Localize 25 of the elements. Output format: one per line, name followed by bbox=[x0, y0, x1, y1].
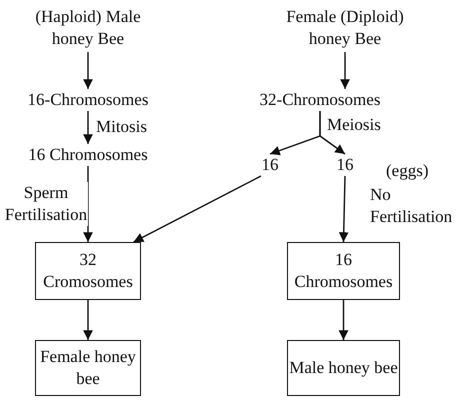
arrow bbox=[338, 300, 348, 340]
arrow bbox=[83, 166, 93, 242]
node-label: Female (Diploid) honey Bee bbox=[285, 6, 405, 50]
box-label: Female honey bee bbox=[39, 346, 137, 390]
arrow bbox=[338, 176, 349, 242]
process-box bbox=[35, 242, 141, 300]
node-label: 16 bbox=[260, 154, 280, 176]
node-label: (Haploid) Male honey Bee bbox=[34, 6, 142, 50]
process-box bbox=[287, 340, 400, 396]
node-label: 16 Chromosomes bbox=[27, 144, 149, 166]
edge-label: Sperm Fertilisation bbox=[4, 182, 88, 226]
arrow bbox=[83, 300, 93, 340]
arrow bbox=[319, 111, 346, 155]
box-label: Male honey bee bbox=[289, 357, 398, 379]
box-label: 16 Chromosomes bbox=[293, 249, 394, 293]
arrow bbox=[83, 111, 93, 144]
arrow bbox=[340, 52, 350, 89]
box-label: 32 Cromosomes bbox=[42, 249, 134, 293]
process-box bbox=[287, 242, 400, 300]
node-label: 16 bbox=[336, 154, 354, 176]
node-label: 32-Chromosomes bbox=[258, 89, 382, 111]
node-label: 16-Chromosomes bbox=[26, 89, 150, 111]
arrow bbox=[83, 52, 93, 89]
process-box bbox=[35, 340, 141, 396]
arrow bbox=[133, 175, 262, 243]
